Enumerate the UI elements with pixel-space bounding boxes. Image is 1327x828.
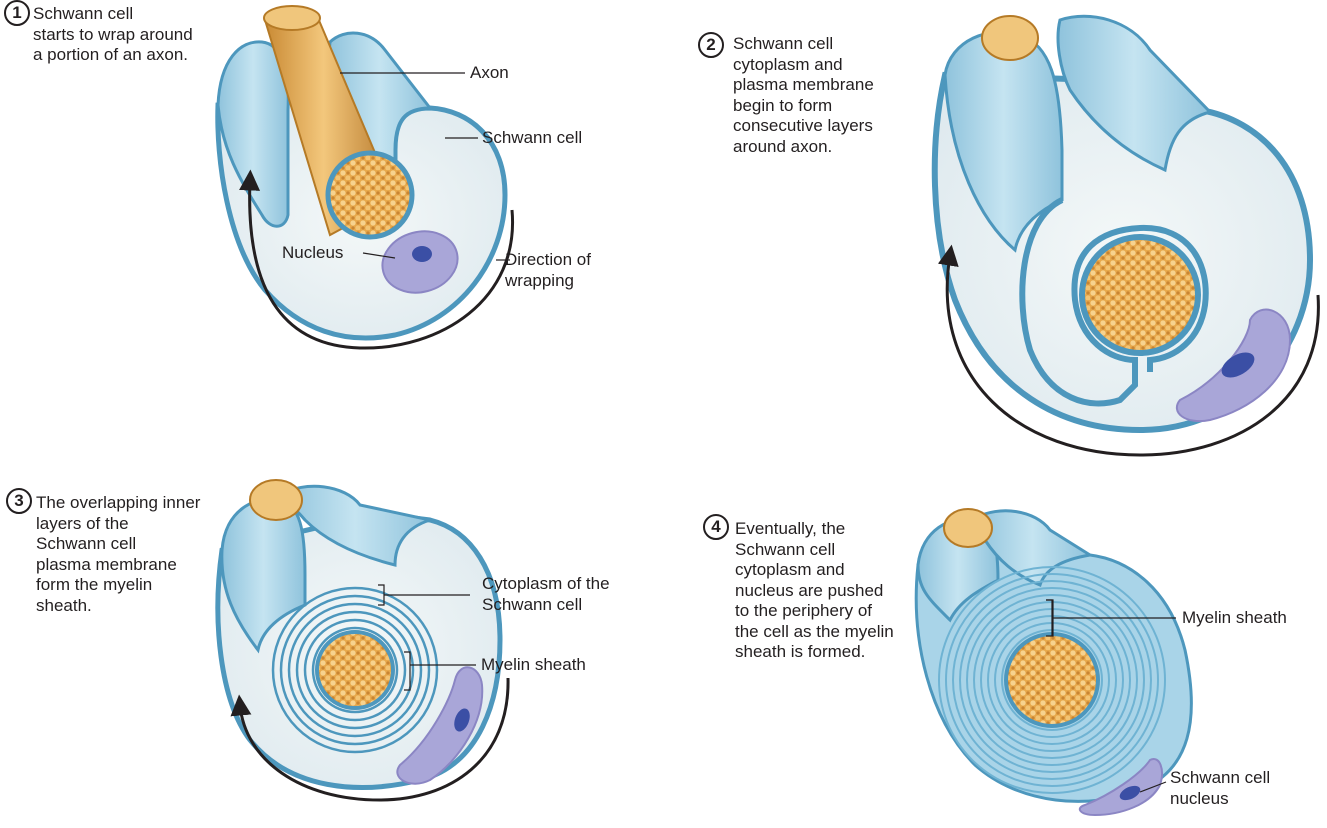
label-axon: Axon bbox=[470, 63, 509, 84]
step-3-axon-top bbox=[250, 480, 302, 520]
step-4-caption: Eventually, the Schwann cell cytoplasm a… bbox=[735, 519, 894, 663]
step-2-number: 2 bbox=[698, 32, 724, 58]
label-schwann-cell-nucleus: Schwann cell nucleus bbox=[1170, 768, 1270, 809]
step-1-caption: Schwann cell starts to wrap around a por… bbox=[33, 4, 193, 66]
label-myelin-sheath-3: Myelin sheath bbox=[481, 655, 586, 676]
step-4-diagram bbox=[916, 509, 1191, 815]
step-1-axon-top bbox=[264, 6, 320, 30]
step-3-number: 3 bbox=[6, 488, 32, 514]
label-cytoplasm-of-schwann-cell: Cytoplasm of the Schwann cell bbox=[482, 574, 610, 615]
step-1-nucleolus bbox=[412, 246, 432, 262]
step-4-axon-cut bbox=[1006, 634, 1098, 726]
step-3-axon-cut bbox=[317, 632, 393, 708]
label-schwann-cell: Schwann cell bbox=[482, 128, 582, 149]
label-direction-of-wrapping: Direction of wrapping bbox=[505, 250, 591, 291]
step-1-number: 1 bbox=[4, 0, 30, 26]
step-2-diagram bbox=[935, 16, 1319, 455]
step-3-caption: The overlapping inner layers of the Schw… bbox=[36, 493, 200, 616]
step-1-axon-cut bbox=[328, 153, 412, 237]
label-nucleus: Nucleus bbox=[282, 243, 343, 264]
label-myelin-sheath-4: Myelin sheath bbox=[1182, 608, 1287, 629]
step-2-axon-cut bbox=[1082, 237, 1198, 353]
step-4-number: 4 bbox=[703, 514, 729, 540]
step-3-diagram bbox=[218, 480, 508, 800]
step-2-axon-top bbox=[982, 16, 1038, 60]
step-1-diagram bbox=[218, 6, 513, 348]
step-2-caption: Schwann cell cytoplasm and plasma membra… bbox=[733, 34, 874, 157]
step-4-axon-top bbox=[944, 509, 992, 547]
